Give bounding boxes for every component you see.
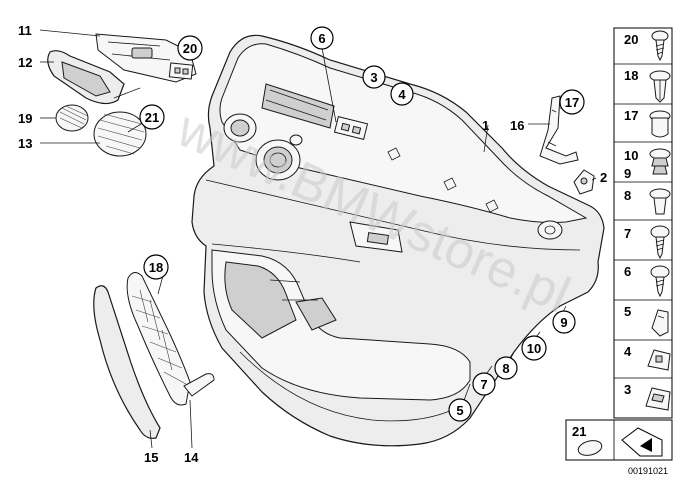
side-label-3: 3 xyxy=(624,382,631,397)
plug-clip-icon xyxy=(649,110,671,138)
bracket-clip-icon-3 xyxy=(645,387,671,411)
label-11: 11 xyxy=(18,23,32,38)
callout-label: 18 xyxy=(149,260,163,275)
nut-clip-icon xyxy=(651,309,669,337)
callout-label: 5 xyxy=(456,403,463,418)
screw-icon-6 xyxy=(650,265,670,298)
label-19: 19 xyxy=(18,111,32,126)
callout-3: 3 xyxy=(362,65,386,89)
clip-part xyxy=(573,169,595,195)
callout-label: 8 xyxy=(502,361,509,376)
callout-4: 4 xyxy=(390,82,414,106)
callout-label: 9 xyxy=(560,315,567,330)
label-14: 14 xyxy=(184,450,199,465)
grab-handle-cover xyxy=(93,285,161,439)
grille-icon xyxy=(577,440,603,456)
label-2: 2 xyxy=(600,170,607,185)
screw-icon xyxy=(651,30,669,62)
door-trim-panel xyxy=(191,34,605,447)
grab-handle-carrier xyxy=(126,272,215,406)
label-1: 1 xyxy=(482,118,489,133)
mounting-bracket xyxy=(539,95,579,165)
door-handle-bracket xyxy=(95,33,197,83)
speaker-grille xyxy=(93,111,147,157)
callout-21: 21 xyxy=(139,104,165,130)
callout-label: 17 xyxy=(565,95,579,110)
label-15: 15 xyxy=(144,450,158,465)
side-label-20: 20 xyxy=(624,32,638,47)
callout-20: 20 xyxy=(177,35,203,61)
callout-6: 6 xyxy=(310,26,334,50)
callout-label: 3 xyxy=(370,70,377,85)
side-label-8: 8 xyxy=(624,188,631,203)
label-16: 16 xyxy=(510,118,524,133)
callout-17: 17 xyxy=(559,89,585,115)
callout-5: 5 xyxy=(448,398,472,422)
side-label-17: 17 xyxy=(624,108,638,123)
label-13: 13 xyxy=(18,136,32,151)
side-label-6: 6 xyxy=(624,264,631,279)
fastener-legend-panel: 20 18 17 10 9 8 7 6 5 4 3 xyxy=(613,27,673,419)
handle-trim-cover xyxy=(47,50,125,105)
callout-7: 7 xyxy=(472,372,496,396)
callout-label: 4 xyxy=(398,87,406,102)
callout-10: 10 xyxy=(521,335,547,361)
diagram-code: 00191021 xyxy=(628,466,668,476)
callout-9: 9 xyxy=(552,310,576,334)
callout-label: 6 xyxy=(318,31,325,46)
screw-icon-7 xyxy=(650,225,670,260)
callout-label: 20 xyxy=(183,41,197,56)
callout-label: 7 xyxy=(480,377,487,392)
expanding-rivet-icon xyxy=(649,70,671,103)
clip-icon xyxy=(649,188,671,215)
side-label-9: 9 xyxy=(624,166,631,181)
side-label-4: 4 xyxy=(624,344,632,359)
fir-tree-clip-icon xyxy=(649,148,671,175)
box-label-21: 21 xyxy=(572,424,586,439)
side-label-5: 5 xyxy=(624,304,631,319)
callout-18: 18 xyxy=(143,254,169,280)
side-label-7: 7 xyxy=(624,226,631,241)
callout-8: 8 xyxy=(494,356,518,380)
bottom-legend-box: 21 xyxy=(565,419,673,461)
side-label-10: 10 xyxy=(624,148,638,163)
callout-label: 21 xyxy=(145,110,159,125)
callout-label: 10 xyxy=(527,341,541,356)
label-12: 12 xyxy=(18,55,32,70)
bracket-clip-icon-4 xyxy=(647,349,671,371)
side-label-18: 18 xyxy=(624,68,638,83)
tweeter-grille xyxy=(55,104,89,132)
arrow-head-icon xyxy=(640,438,652,452)
